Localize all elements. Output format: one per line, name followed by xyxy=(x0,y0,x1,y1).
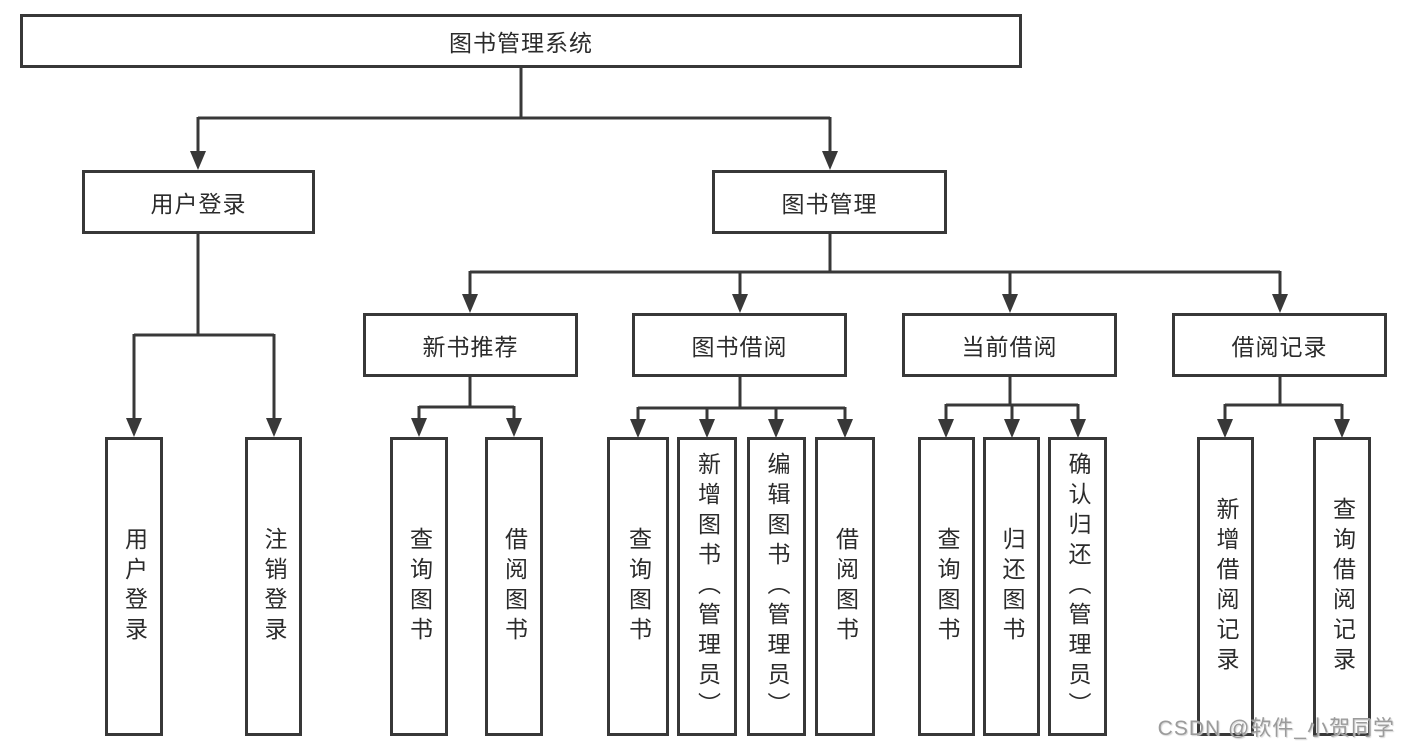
node-current-borrowing: 当前借阅 xyxy=(902,313,1117,377)
arrowheads xyxy=(126,151,1350,438)
leaf-query-books-recommend: 查询图书 xyxy=(390,437,448,736)
node-label: 用户登录 xyxy=(150,191,247,217)
node-label: 当前借阅 xyxy=(961,334,1058,360)
leaf-logout: 注销登录 xyxy=(245,437,302,736)
leaf-borrow-books-recommend: 借阅图书 xyxy=(485,437,543,736)
leaf-edit-books-admin: 编辑图书（管理员） xyxy=(747,437,806,736)
leaf-label: 借阅图书 xyxy=(832,526,859,647)
leaf-add-borrow-record: 新增借阅记录 xyxy=(1197,437,1254,736)
node-book-borrowing: 图书借阅 xyxy=(632,313,847,377)
node-new-book-recommend: 新书推荐 xyxy=(363,313,578,377)
leaf-query-borrow-record: 查询借阅记录 xyxy=(1313,437,1371,736)
leaf-add-books-admin: 新增图书（管理员） xyxy=(677,437,737,736)
node-label: 借阅记录 xyxy=(1231,334,1328,360)
leaf-return-books: 归还图书 xyxy=(983,437,1040,736)
node-label: 图书借阅 xyxy=(691,334,788,360)
leaf-label: 确认归还（管理员） xyxy=(1065,451,1091,722)
leaf-label: 用户登录 xyxy=(121,526,148,647)
node-borrowing-records: 借阅记录 xyxy=(1172,313,1387,377)
leaf-label: 借阅图书 xyxy=(501,526,528,647)
node-library-management-system: 图书管理系统 xyxy=(20,14,1022,68)
leaf-label: 新增借阅记录 xyxy=(1213,496,1239,677)
leaf-confirm-return-admin: 确认归还（管理员） xyxy=(1048,437,1107,736)
leaf-label: 查询借阅记录 xyxy=(1329,496,1356,677)
node-user-login: 用户登录 xyxy=(82,170,315,234)
leaf-label: 归还图书 xyxy=(999,526,1025,647)
node-label: 图书管理 xyxy=(781,191,878,217)
leaf-label: 查询图书 xyxy=(406,526,433,647)
leaf-user-login: 用户登录 xyxy=(105,437,163,736)
node-book-management: 图书管理 xyxy=(712,170,947,234)
node-label: 新书推荐 xyxy=(422,334,519,360)
csdn-watermark: CSDN @软件_小贺同学 xyxy=(1157,717,1395,740)
leaf-label: 查询图书 xyxy=(625,526,652,647)
leaf-label: 查询图书 xyxy=(934,526,960,647)
leaf-query-books-borrowing: 查询图书 xyxy=(607,437,669,736)
node-label: 图书管理系统 xyxy=(449,30,593,56)
leaf-query-books-current: 查询图书 xyxy=(918,437,975,736)
leaf-label: 注销登录 xyxy=(261,526,287,647)
leaf-borrow-books-borrowing: 借阅图书 xyxy=(815,437,875,736)
leaf-label: 编辑图书（管理员） xyxy=(764,451,790,722)
leaf-label: 新增图书（管理员） xyxy=(694,451,721,722)
